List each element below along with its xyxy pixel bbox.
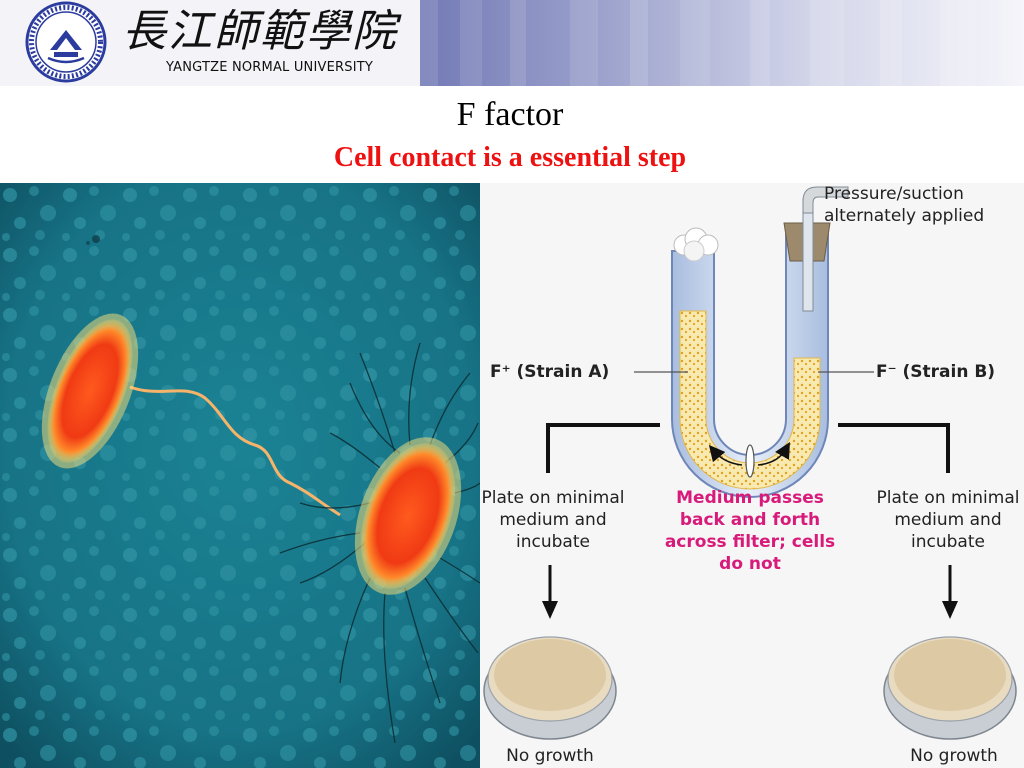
u-tube-drawing [483, 186, 1017, 740]
header-banner: 長江師範學院 YANGTZE NORMAL UNIVERSITY [0, 0, 1024, 86]
cell-suspension [679, 310, 821, 490]
filter [745, 444, 755, 478]
university-name-chinese: 長江師範學院 [122, 6, 398, 57]
medium-note: Medium passes back and forth across filt… [664, 488, 836, 574]
university-seal-logo [25, 1, 107, 83]
pressure-suction-label: Pressure/suction alternately applied [824, 184, 985, 226]
logo-panel: 長江師範學院 YANGTZE NORMAL UNIVERSITY [0, 0, 420, 86]
recipient-cell [354, 437, 462, 595]
petri-dish-left [483, 636, 617, 740]
sex-pilus [129, 385, 341, 517]
petri-dish-right [883, 636, 1017, 740]
donor-cell [41, 313, 139, 469]
bacterial-conjugation-micrograph [0, 183, 480, 768]
right-bracket [838, 423, 950, 473]
slide-subtitle: Cell contact is a essential step [333, 142, 687, 173]
u-tube-experiment-diagram: Pressure/suction alternately applied F⁺ … [480, 183, 1024, 768]
strain-a-label: F⁺ (Strain A) [490, 362, 610, 382]
strain-b-label: F⁻ (Strain B) [876, 362, 996, 382]
cotton-plug [673, 227, 719, 262]
result-b-label: No growth [910, 746, 998, 766]
left-bracket [546, 423, 660, 473]
u-tube-glass [671, 234, 829, 498]
plate-a-instruction: Plate on minimal medium and incubate [481, 488, 625, 552]
plate-b-instruction: Plate on minimal medium and incubate [876, 488, 1020, 552]
university-name-english: YANGTZE NORMAL UNIVERSITY [166, 60, 374, 75]
banner-stripes [420, 0, 976, 86]
result-a-label: No growth [506, 746, 594, 766]
slide-title: F factor [456, 96, 564, 133]
suction-pipe [802, 186, 849, 214]
